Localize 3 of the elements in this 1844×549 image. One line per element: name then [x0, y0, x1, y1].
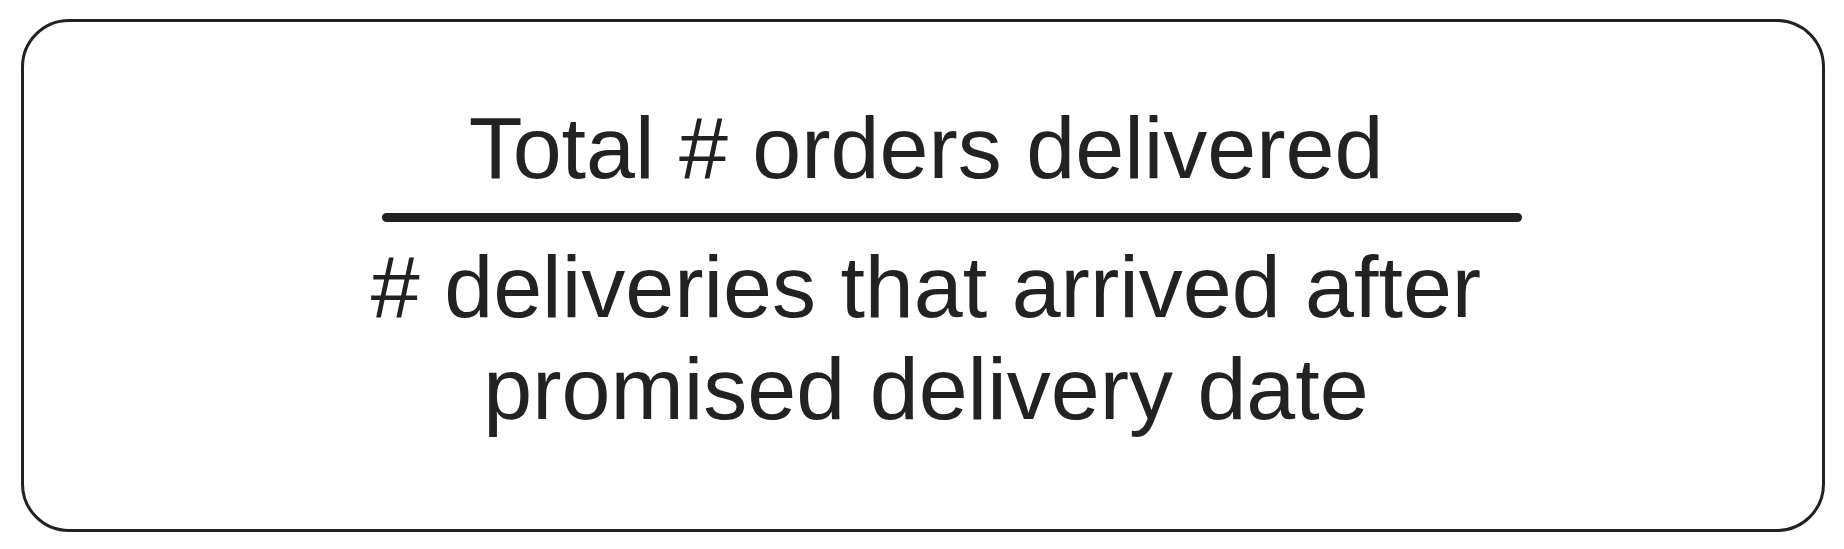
denominator-text: # deliveries that arrived after promised delivery date	[369, 236, 1483, 440]
formula-panel	[21, 19, 1825, 532]
numerator-text: Total # orders delivered	[467, 97, 1385, 199]
